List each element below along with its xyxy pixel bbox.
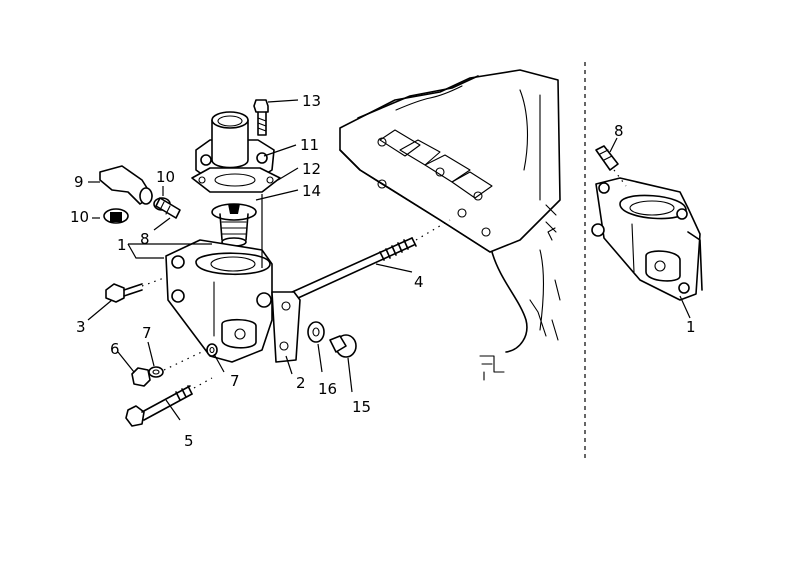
bolt-alignment-line bbox=[163, 347, 211, 371]
leader-lines bbox=[87, 99, 691, 421]
callout-10-upper: 10 bbox=[156, 168, 175, 186]
fitting-8-right bbox=[595, 145, 627, 187]
callout-1-right: 1 bbox=[686, 318, 696, 336]
callout-6: 6 bbox=[110, 340, 120, 358]
callout-15: 15 bbox=[352, 398, 371, 416]
callout-13: 13 bbox=[302, 92, 321, 110]
bolt-13 bbox=[253, 99, 269, 136]
callout-8-right: 8 bbox=[614, 122, 624, 140]
callout-5: 5 bbox=[184, 432, 194, 450]
thermostat bbox=[211, 203, 257, 247]
fitting-8-left bbox=[155, 197, 181, 219]
nut-6 bbox=[131, 367, 151, 387]
gasket bbox=[191, 167, 281, 193]
callout-11: 11 bbox=[300, 136, 319, 154]
hose-clamp-lower bbox=[103, 208, 129, 224]
callout-labels: 13 11 12 14 9 10 10 8 1 3 4 6 7 7 2 16 1… bbox=[70, 92, 696, 450]
long-bolt-5 bbox=[125, 377, 213, 427]
callout-10-lower: 10 bbox=[70, 208, 89, 226]
washer-7-left bbox=[148, 366, 164, 378]
callout-9: 9 bbox=[74, 173, 84, 191]
callout-8-left: 8 bbox=[140, 230, 150, 248]
bolt-3 bbox=[105, 277, 165, 303]
callout-7-right: 7 bbox=[230, 372, 240, 390]
plug-15 bbox=[329, 334, 357, 358]
callout-7-left: 7 bbox=[142, 324, 152, 342]
flange-gasket bbox=[271, 291, 301, 363]
inset-housing bbox=[591, 177, 703, 301]
callout-16: 16 bbox=[318, 380, 337, 398]
callout-1-left: 1 bbox=[117, 236, 127, 254]
engine-block bbox=[339, 69, 561, 381]
callout-12: 12 bbox=[302, 160, 321, 178]
callout-14: 14 bbox=[302, 182, 321, 200]
washer-7-right bbox=[206, 343, 218, 357]
washer-16 bbox=[307, 321, 325, 343]
callout-2: 2 bbox=[296, 374, 306, 392]
hose-elbow bbox=[99, 165, 153, 205]
thermostat-housing bbox=[165, 239, 273, 363]
callout-4: 4 bbox=[414, 273, 424, 291]
callout-3: 3 bbox=[76, 318, 86, 336]
